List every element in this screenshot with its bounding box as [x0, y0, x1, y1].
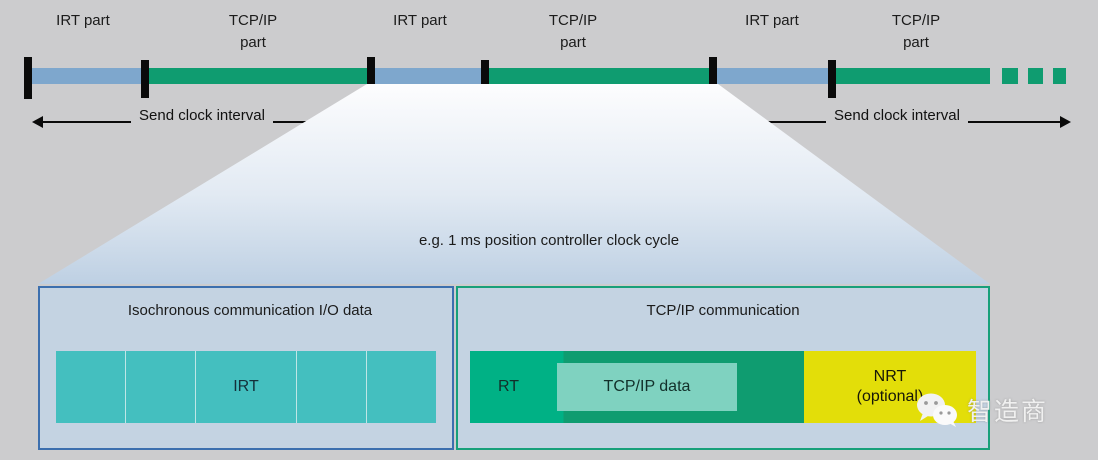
send-clock-interval: Send clock interval: [32, 107, 372, 134]
irt-cell: [126, 351, 196, 423]
timeline-tick: [828, 60, 836, 98]
timeline-tick: [481, 60, 489, 98]
interval-arrow-left: [32, 116, 43, 128]
timeline-tcpip-segment: [144, 68, 370, 84]
nrt-label-primary: NRT: [873, 368, 907, 385]
rt-section: RT TCP/IP data: [470, 351, 804, 423]
timeline-tick: [141, 60, 149, 98]
panel-isochronous-title: Isochronous communication I/O data: [127, 302, 373, 319]
timeline-irt-segment: [27, 68, 144, 84]
tcpip-data-box: TCP/IP data: [556, 363, 738, 411]
interval-arrow-right: [1060, 116, 1071, 128]
timeline-irt-segment: [370, 68, 483, 84]
timeline-continuation-dash: [1053, 68, 1066, 84]
timeline-part-label: TCP/IP part: [548, 12, 598, 51]
interval-label: Send clock interval: [32, 107, 372, 124]
timeline-part-label: TCP/IP part: [228, 12, 278, 51]
interval-label: Send clock interval: [723, 107, 1071, 124]
timeline-bar: [27, 68, 990, 84]
irt-segmented-bar: IRT: [56, 351, 436, 423]
timeline-continuation-dash: [1002, 68, 1018, 84]
timeline-part-label: TCP/IP part: [891, 12, 941, 51]
nrt-section: NRT (optional): [803, 351, 976, 423]
rt-label: RT: [498, 378, 520, 395]
zoom-funnel: [38, 84, 990, 284]
send-clock-interval: Send clock interval: [723, 107, 1071, 134]
panel-tcpip-communication: TCP/IP communication RT TCP/IP data NRT …: [456, 286, 990, 450]
irt-cell: IRT: [196, 351, 297, 423]
irt-bar-label: IRT: [233, 378, 259, 395]
timeline-part-label: IRT part: [56, 12, 110, 29]
timeline-irt-segment: [712, 68, 831, 84]
tcpip-bar: RT TCP/IP data NRT (optional): [470, 351, 976, 423]
panel-tcpip-title: TCP/IP communication: [646, 302, 800, 319]
panel-isochronous-communication: Isochronous communication I/O data IRT: [38, 286, 454, 450]
funnel-caption: e.g. 1 ms position controller clock cycl…: [418, 232, 680, 249]
irt-cell: [56, 351, 126, 423]
timeline-tick: [24, 57, 32, 99]
timeline-continuation-dash: [1028, 68, 1043, 84]
timeline-tcpip-segment: [483, 68, 712, 84]
irt-cell: [367, 351, 436, 423]
nrt-label-secondary: (optional): [856, 388, 924, 405]
irt-cell: [297, 351, 367, 423]
timeline-part-label: IRT part: [393, 12, 447, 29]
timeline-part-label: IRT part: [745, 12, 799, 29]
timeline-tcpip-segment: [831, 68, 990, 84]
